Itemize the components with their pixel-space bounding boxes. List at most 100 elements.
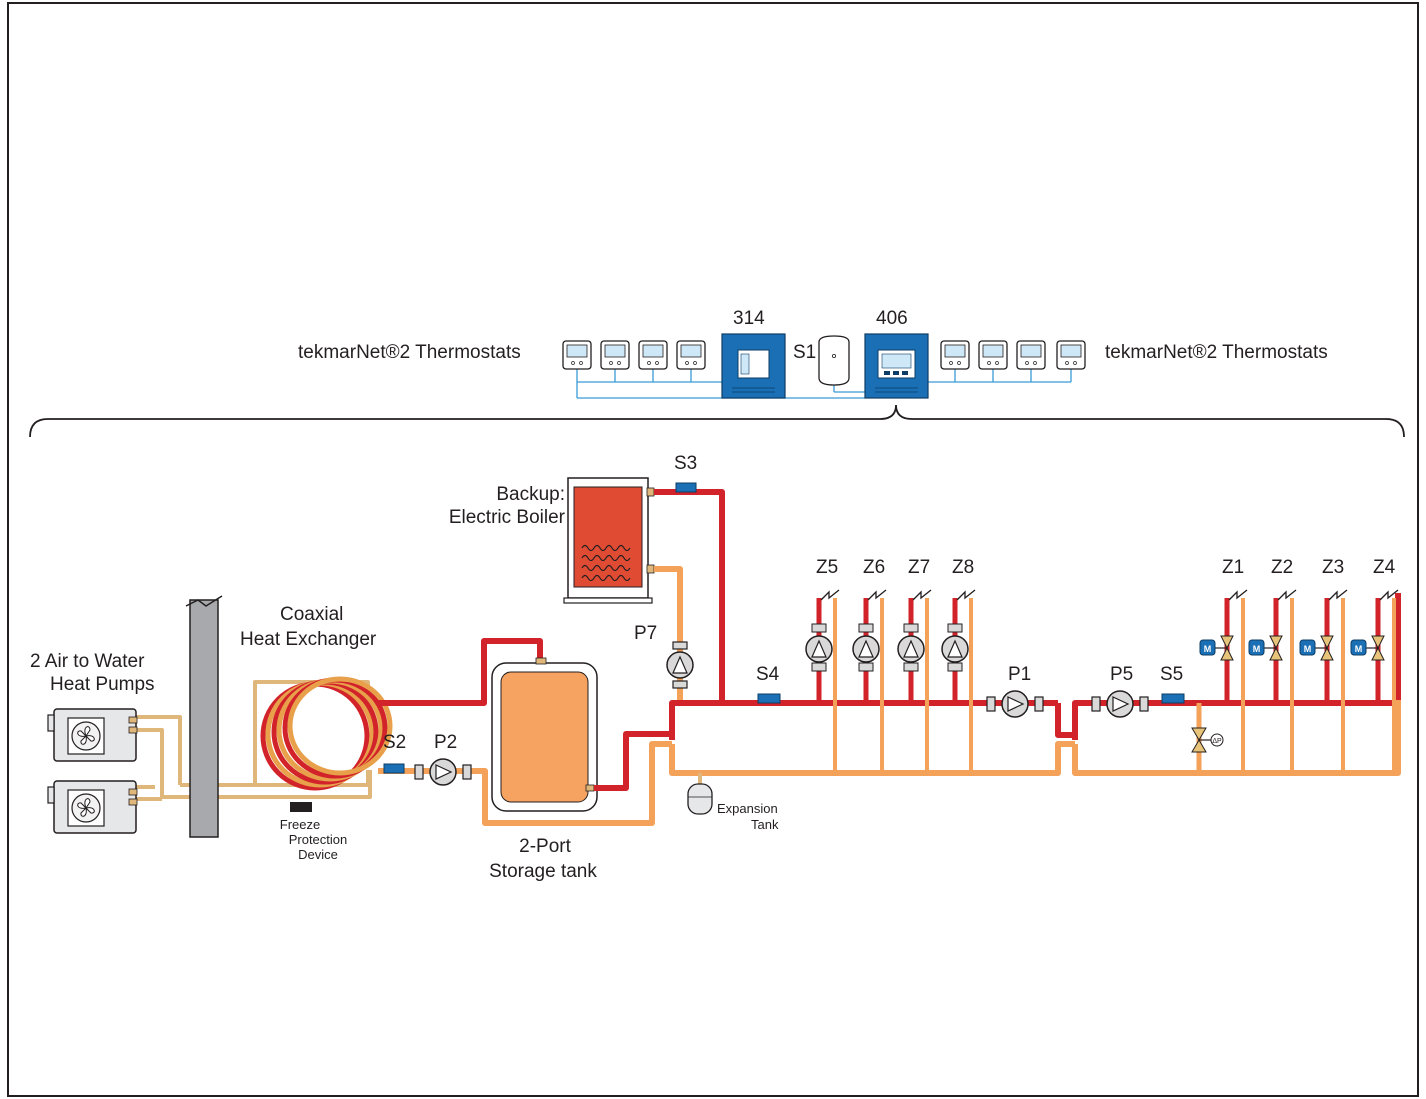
secondary-supply-header bbox=[1072, 593, 1401, 740]
zone-valve-actuator-label: M bbox=[1253, 644, 1261, 654]
thermostat-icon bbox=[940, 340, 970, 370]
zone-label: Z6 bbox=[863, 557, 885, 578]
pipe-break-mark bbox=[912, 589, 932, 601]
tank-outlet-pipe bbox=[594, 731, 672, 791]
pipe-break-mark bbox=[1277, 589, 1297, 601]
pipe-break-mark bbox=[820, 589, 840, 601]
zone-pump-arrow bbox=[947, 639, 963, 658]
pump-p5-label: P5 bbox=[1110, 664, 1133, 685]
heat-pumps-label-line1: 2 Air to Water bbox=[30, 651, 145, 672]
zone-valve-actuator-label: M bbox=[1355, 644, 1363, 654]
sensor-s2-label: S2 bbox=[383, 732, 406, 753]
zone-valve-body bbox=[1220, 635, 1234, 650]
freeze-label-line3: Device bbox=[298, 847, 338, 862]
freeze-protection-device bbox=[290, 802, 312, 812]
heat-pump-loop-piping bbox=[136, 680, 372, 801]
pipe-break-mark bbox=[1379, 589, 1399, 601]
pump-p2-label: P2 bbox=[434, 732, 457, 753]
building-wall bbox=[185, 595, 223, 838]
zone-valve-body bbox=[1220, 646, 1234, 661]
pump-p2-icon bbox=[414, 758, 472, 786]
zone-pump-flange bbox=[858, 662, 874, 672]
backup-label-line2: Electric Boiler bbox=[449, 507, 566, 528]
thermostat-icon bbox=[600, 340, 630, 370]
sensor-s3-label: S3 bbox=[674, 453, 697, 474]
hx-label-line2: Heat Exchanger bbox=[240, 629, 377, 650]
sensor-s5-label: S5 bbox=[1160, 664, 1183, 685]
frame-border bbox=[7, 2, 1419, 1097]
pump-p1-label: P1 bbox=[1008, 664, 1031, 685]
thermostat-icon bbox=[676, 340, 706, 370]
freeze-label-line1: Freeze bbox=[280, 817, 320, 832]
zone-pump-flange bbox=[811, 662, 827, 672]
zone-pump-flange bbox=[811, 623, 827, 633]
zone-valve-actuator bbox=[1299, 639, 1316, 656]
control-406-unit bbox=[864, 333, 929, 399]
sensor-s5 bbox=[1161, 693, 1185, 704]
electric-boiler bbox=[563, 477, 655, 604]
pump-p5-icon bbox=[1091, 690, 1149, 718]
pipe-break-mark bbox=[867, 589, 887, 601]
pump-p7-label: P7 bbox=[634, 623, 657, 644]
control-314-label: 314 bbox=[733, 308, 765, 329]
heat-pump-unit-2 bbox=[47, 780, 138, 834]
zone-label: Z1 bbox=[1222, 557, 1244, 578]
thermostat-icon bbox=[1016, 340, 1046, 370]
control-406-label: 406 bbox=[876, 308, 908, 329]
expansion-label-line1: Expansion bbox=[717, 801, 778, 816]
tank-label-line1: 2-Port bbox=[519, 836, 571, 857]
zone-label: Z2 bbox=[1271, 557, 1293, 578]
zone-label: Z4 bbox=[1373, 557, 1396, 578]
sensor-s4 bbox=[757, 693, 781, 704]
coaxial-heat-exchanger bbox=[260, 676, 393, 791]
thermostat-icon bbox=[978, 340, 1008, 370]
zone-valve-actuator bbox=[1350, 639, 1367, 656]
sensor-s1-label: S1 bbox=[793, 342, 816, 363]
zone-valve-actuator-label: M bbox=[1204, 644, 1212, 654]
pump-p7-icon bbox=[666, 641, 694, 689]
storage-tank bbox=[491, 657, 598, 812]
secondary-return-header bbox=[1072, 700, 1401, 776]
sensor-s3 bbox=[675, 482, 697, 493]
network-wiring bbox=[576, 368, 1072, 399]
zone-pump-flange bbox=[903, 662, 919, 672]
hx-supply-pipe bbox=[378, 638, 543, 706]
outdoor-sensor-s1 bbox=[818, 335, 850, 386]
tank-label-line2: Storage tank bbox=[489, 861, 597, 882]
heat-pump-unit-1 bbox=[47, 708, 138, 762]
hx-label-line1: Coaxial bbox=[280, 604, 343, 625]
pipe-break-mark bbox=[1328, 589, 1348, 601]
zone-label: Z7 bbox=[908, 557, 930, 578]
thermostat-icon bbox=[638, 340, 668, 370]
zone-valve-actuator-label: M bbox=[1304, 644, 1312, 654]
zone-label: Z3 bbox=[1322, 557, 1344, 578]
zone-valve-body bbox=[1371, 635, 1385, 650]
zone-pump-flange bbox=[947, 623, 963, 633]
system-bracket bbox=[29, 404, 1405, 438]
heat-pumps-label-line2: Heat Pumps bbox=[50, 674, 155, 695]
zone-label: Z8 bbox=[952, 557, 974, 578]
pipe-break-mark bbox=[956, 589, 976, 601]
zone-valve-body bbox=[1269, 635, 1283, 650]
right-thermostats-label: tekmarNet®2 Thermostats bbox=[1105, 342, 1328, 363]
zone-pump-flange bbox=[903, 623, 919, 633]
zone-pump-arrow bbox=[903, 639, 919, 658]
bypass-badge-text: ΔP bbox=[1212, 738, 1222, 745]
sensor-s2 bbox=[383, 763, 405, 774]
zone-pump-flange bbox=[858, 623, 874, 633]
zone-valve-body bbox=[1320, 635, 1334, 650]
primary-supply-header bbox=[669, 700, 1058, 740]
expansion-label-line2: Tank bbox=[751, 817, 779, 832]
zone-valve-body bbox=[1371, 646, 1385, 661]
zone-valve-body bbox=[1320, 646, 1334, 661]
zone-pump-arrow bbox=[811, 639, 827, 658]
backup-label-line1: Backup: bbox=[496, 484, 565, 505]
pipe-break-mark bbox=[1228, 589, 1248, 601]
left-thermostats-label: tekmarNet®2 Thermostats bbox=[298, 342, 521, 363]
pump-p1-icon bbox=[986, 690, 1044, 718]
zone-pump-flange bbox=[947, 662, 963, 672]
differential-bypass-valve bbox=[1191, 703, 1224, 773]
